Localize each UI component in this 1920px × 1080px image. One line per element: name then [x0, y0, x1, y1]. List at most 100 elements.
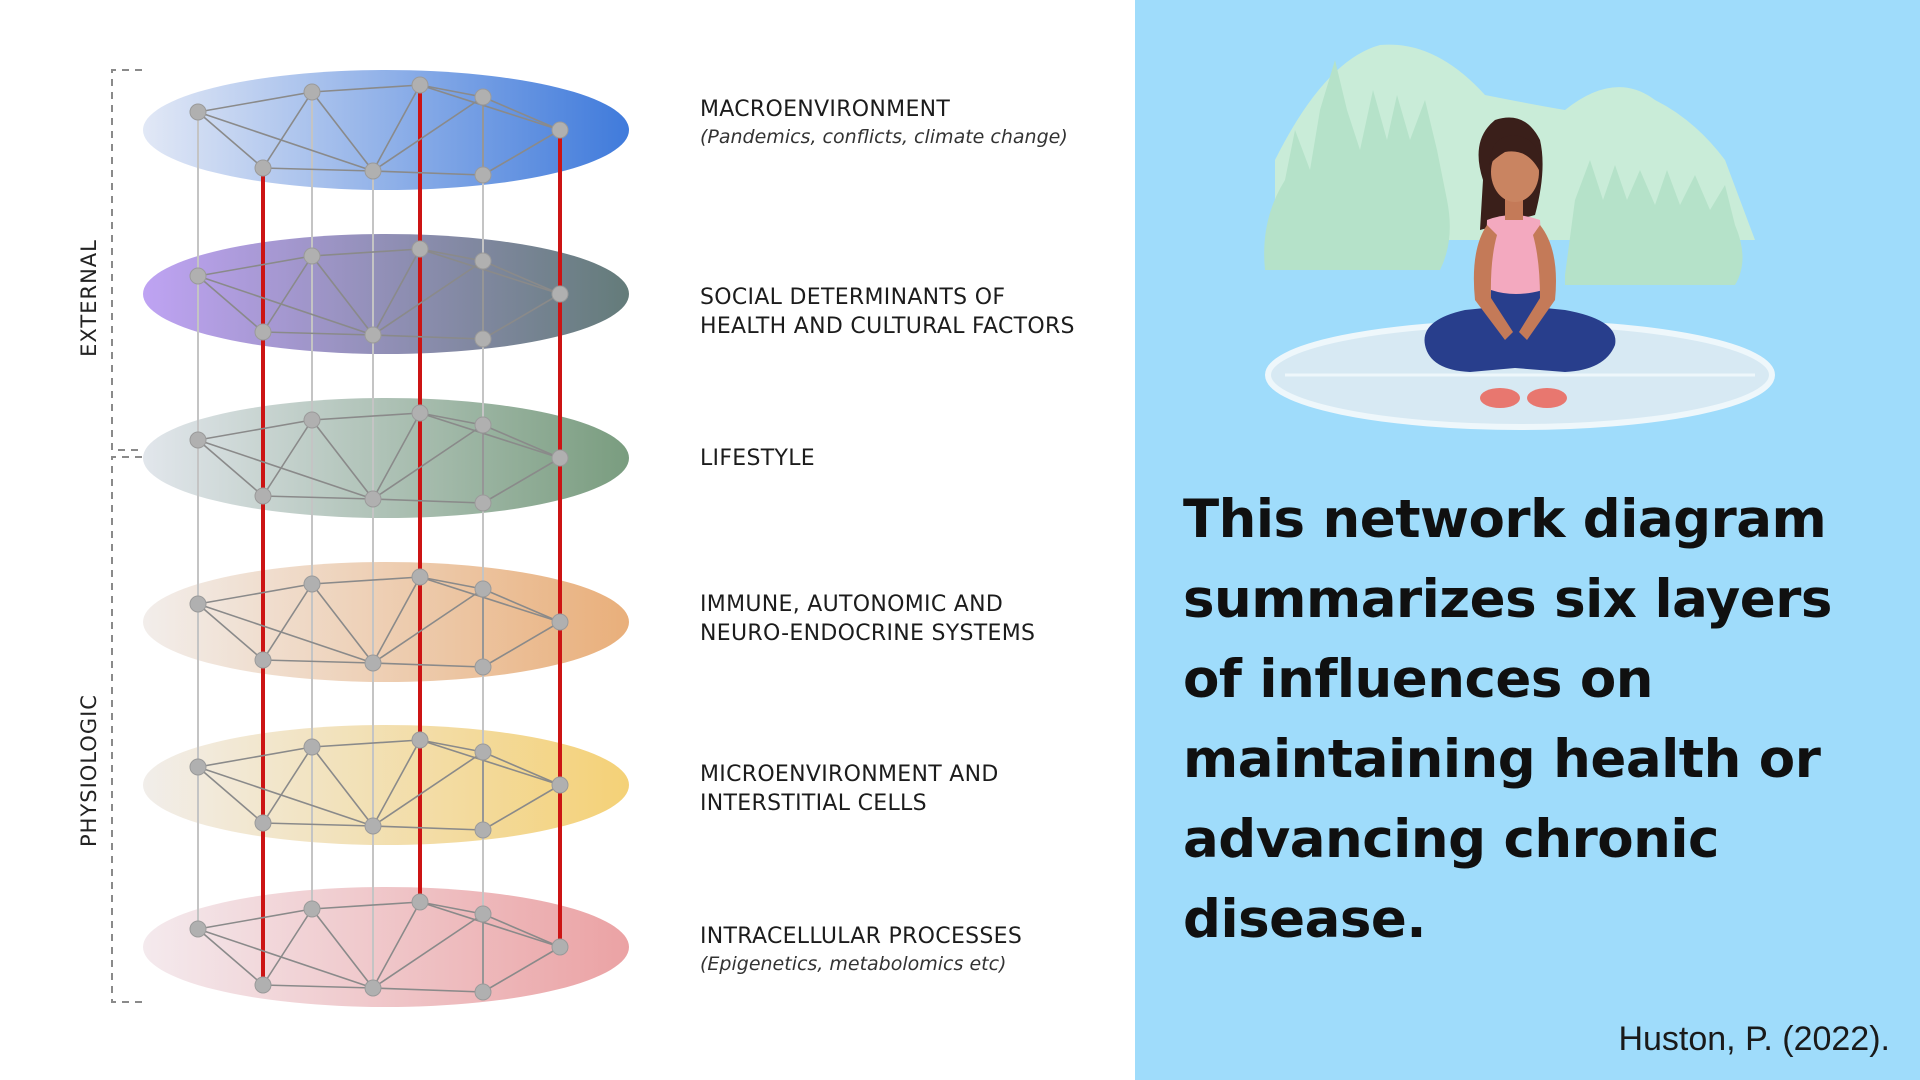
- tank-top: [1485, 215, 1545, 295]
- layer-6-edge: [419, 901, 561, 948]
- layer-5-edge: [197, 766, 374, 827]
- layer-5-node: [474, 743, 492, 761]
- layer-1-node: [303, 83, 321, 101]
- layer-5-edge: [262, 746, 313, 824]
- layer-label-macroenvironment: MACROENVIRONMENT (Pandemics, conflicts, …: [700, 95, 1120, 150]
- layer-2-node: [364, 326, 382, 344]
- layer-3-edge: [372, 498, 484, 504]
- layer-2-edge: [419, 248, 484, 262]
- layer-6-edge: [197, 908, 313, 930]
- layer-5-node: [189, 758, 207, 776]
- layer-4-node: [189, 595, 207, 613]
- layer-5-node: [254, 814, 272, 832]
- layer-2-node: [551, 285, 569, 303]
- layer-1-node: [411, 76, 429, 94]
- face: [1491, 142, 1539, 202]
- layer-4-edge: [262, 659, 374, 664]
- layer-3-node: [254, 487, 272, 505]
- left-trees: [1264, 60, 1450, 270]
- layer-4-edge: [197, 583, 313, 605]
- layer-title: LIFESTYLE: [700, 446, 815, 471]
- layer-title: MICROENVIRONMENT AND INTERSTITIAL CELLS: [700, 762, 999, 816]
- caption-text: This network diagram summarizes six laye…: [1183, 489, 1832, 950]
- group-label-external: EXTERNAL: [77, 239, 101, 357]
- layer-1-edge: [372, 84, 421, 172]
- layer-2-edge: [262, 255, 313, 333]
- layer-5-edge: [197, 746, 313, 768]
- layer-1-node: [189, 103, 207, 121]
- layer-title: IMMUNE, AUTONOMIC AND NEURO-ENDOCRINE SY…: [700, 592, 1036, 646]
- layer-3-node: [303, 411, 321, 429]
- layer-3-edge: [311, 412, 421, 421]
- layer-label-immune-systems: IMMUNE, AUTONOMIC AND NEURO-ENDOCRINE SY…: [700, 590, 1120, 648]
- physiologic-bracket: [111, 456, 142, 1003]
- layer-6-edge: [197, 928, 374, 989]
- layer-5-edge: [419, 739, 484, 753]
- layer-5-edge: [482, 751, 561, 786]
- layer-1-edge: [197, 111, 374, 172]
- layer-1-edge: [197, 91, 313, 113]
- left-arm: [1473, 225, 1513, 340]
- layer-label-lifestyle: LIFESTYLE: [700, 444, 1120, 473]
- layer-4-edge: [419, 576, 484, 590]
- layer-5-edge: [372, 751, 484, 827]
- external-bracket: [111, 69, 142, 451]
- layer-2-node: [303, 247, 321, 265]
- layer-2-edge: [197, 255, 313, 277]
- layer-1-edge: [419, 84, 561, 131]
- layer-6-edge: [482, 946, 561, 993]
- layer-5-edge: [197, 766, 264, 824]
- layer-3-node: [474, 494, 492, 512]
- layer-5-node: [411, 731, 429, 749]
- layer-6-node: [189, 920, 207, 938]
- layer-2-node: [474, 252, 492, 270]
- citation: Huston, P. (2022).: [1618, 1020, 1890, 1058]
- left-shoe: [1480, 388, 1520, 408]
- layer-6-node: [303, 900, 321, 918]
- layer-5-edge: [372, 739, 421, 827]
- layer-3-edge: [262, 495, 374, 500]
- layer-4-edge: [311, 576, 421, 585]
- layer-4-node: [254, 651, 272, 669]
- layer-3-node: [189, 431, 207, 449]
- layer-2-edge: [197, 275, 264, 333]
- layer-1-node: [474, 88, 492, 106]
- layer-2-edge: [372, 248, 421, 336]
- network-diagram: [111, 69, 629, 1007]
- layer-label-social-determinants: SOCIAL DETERMINANTS OF HEALTH AND CULTUR…: [700, 283, 1120, 341]
- layer-2-edge: [311, 255, 374, 336]
- illustration-panel: This network diagram summarizes six laye…: [1135, 0, 1920, 1080]
- layer-4-edge: [482, 621, 561, 668]
- person-figure: [1424, 117, 1616, 408]
- group-brackets: [111, 69, 142, 1003]
- layer-2-edge: [311, 248, 421, 257]
- layer-label-intracellular: INTRACELLULAR PROCESSES (Epigenetics, me…: [700, 922, 1120, 977]
- layer-4-node: [474, 658, 492, 676]
- layer-2-edge: [262, 331, 374, 336]
- layer-6-node: [474, 905, 492, 923]
- layer-1-edge: [372, 170, 484, 176]
- layer-4-edge: [482, 588, 561, 623]
- hair-front: [1489, 135, 1540, 170]
- layer-title: MACROENVIRONMENT: [700, 97, 951, 122]
- layer-1-edge: [419, 84, 484, 98]
- layer-subtitle: (Pandemics, conflicts, climate change): [700, 126, 1068, 148]
- layer-3-edge: [482, 457, 561, 504]
- layer-6-edge: [197, 928, 264, 986]
- layer-4-edge: [372, 662, 484, 668]
- layer-5-node: [364, 817, 382, 835]
- layer-title: INTRACELLULAR PROCESSES: [700, 924, 1023, 949]
- layer-6-edge: [262, 908, 313, 986]
- layer-1-edge: [311, 84, 421, 93]
- layer-2-edge: [197, 275, 374, 336]
- layer-2-edge: [372, 334, 484, 340]
- waistband: [1489, 290, 1545, 314]
- layer-4-node: [551, 613, 569, 631]
- layer-5-edge: [419, 739, 561, 786]
- layer-2-node: [411, 240, 429, 258]
- layer-3-node: [474, 416, 492, 434]
- layer-4-edge: [262, 583, 313, 661]
- layer-1-node: [254, 159, 272, 177]
- layer-title: SOCIAL DETERMINANTS OF HEALTH AND CULTUR…: [700, 285, 1075, 339]
- layer-3-edge: [372, 412, 421, 500]
